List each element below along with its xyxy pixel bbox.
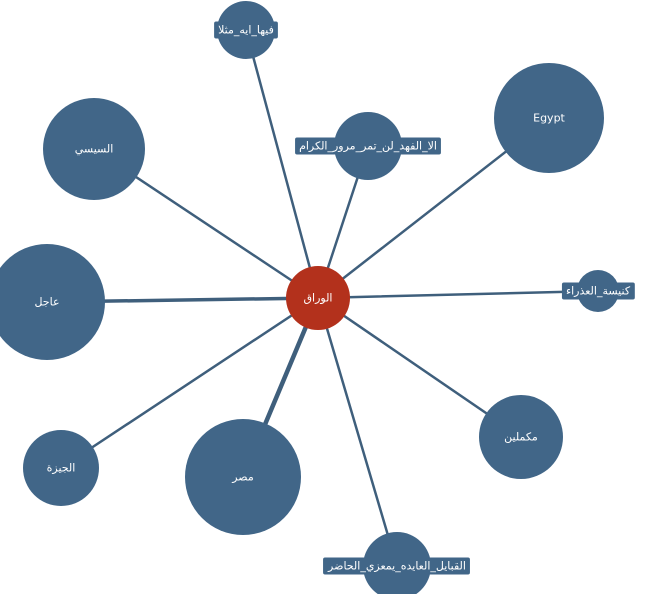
node-label: مكملين xyxy=(504,431,538,444)
node-label: القبايل_العايده_يمعزي_الحاضر xyxy=(327,560,466,573)
edge-center-n1 xyxy=(244,28,320,300)
node-label: مصر xyxy=(231,471,254,484)
node-label: فيها_ايه_مثلا xyxy=(218,24,274,37)
node-n1[interactable]: فيها_ايه_مثلا xyxy=(214,1,278,59)
node-label: كنيسة_العذراء xyxy=(566,285,631,298)
node-label: Egypt xyxy=(533,112,565,125)
node-circle[interactable] xyxy=(43,98,145,200)
node-n10[interactable]: القبايل_العايده_يمعزي_الحاضر xyxy=(323,532,470,594)
node-label: الوراق xyxy=(304,292,333,305)
node-n3[interactable]: السيسي xyxy=(43,98,145,200)
node-label: عاجل xyxy=(34,296,59,309)
node-center[interactable]: الوراق xyxy=(286,266,350,330)
node-circle[interactable] xyxy=(23,430,99,506)
node-n8[interactable]: الجيزة xyxy=(23,430,99,506)
node-n9[interactable]: مصر xyxy=(185,419,301,535)
node-n5[interactable]: عاجل xyxy=(0,244,105,360)
node-label: الا_الفهد_لن_تمر_مرور_الكرام xyxy=(299,140,437,153)
node-n4[interactable]: الا_الفهد_لن_تمر_مرور_الكرام xyxy=(295,112,441,180)
nodes-layer: فيها_ايه_مثلا Egypt السيسي الا_الفهد_لن_تمر… xyxy=(0,1,635,594)
node-circle[interactable] xyxy=(185,419,301,535)
node-label: الجيزة xyxy=(47,462,76,475)
node-label-box xyxy=(561,282,635,300)
node-label-box xyxy=(214,21,278,39)
center-node-circle[interactable] xyxy=(286,266,350,330)
node-n7[interactable]: مكملين xyxy=(479,395,563,479)
node-circle[interactable] xyxy=(0,244,105,360)
node-label-box xyxy=(295,137,441,155)
node-label-box xyxy=(323,557,470,575)
node-n6[interactable]: كنيسة_العذراء xyxy=(561,270,635,312)
node-label: السيسي xyxy=(75,143,114,156)
node-circle[interactable] xyxy=(479,395,563,479)
edge-center-n6 xyxy=(316,289,600,300)
node-n2[interactable]: Egypt xyxy=(494,63,604,173)
edge-center-n8 xyxy=(59,296,320,470)
node-circle[interactable] xyxy=(494,63,604,173)
edge-center-n10 xyxy=(316,296,399,568)
